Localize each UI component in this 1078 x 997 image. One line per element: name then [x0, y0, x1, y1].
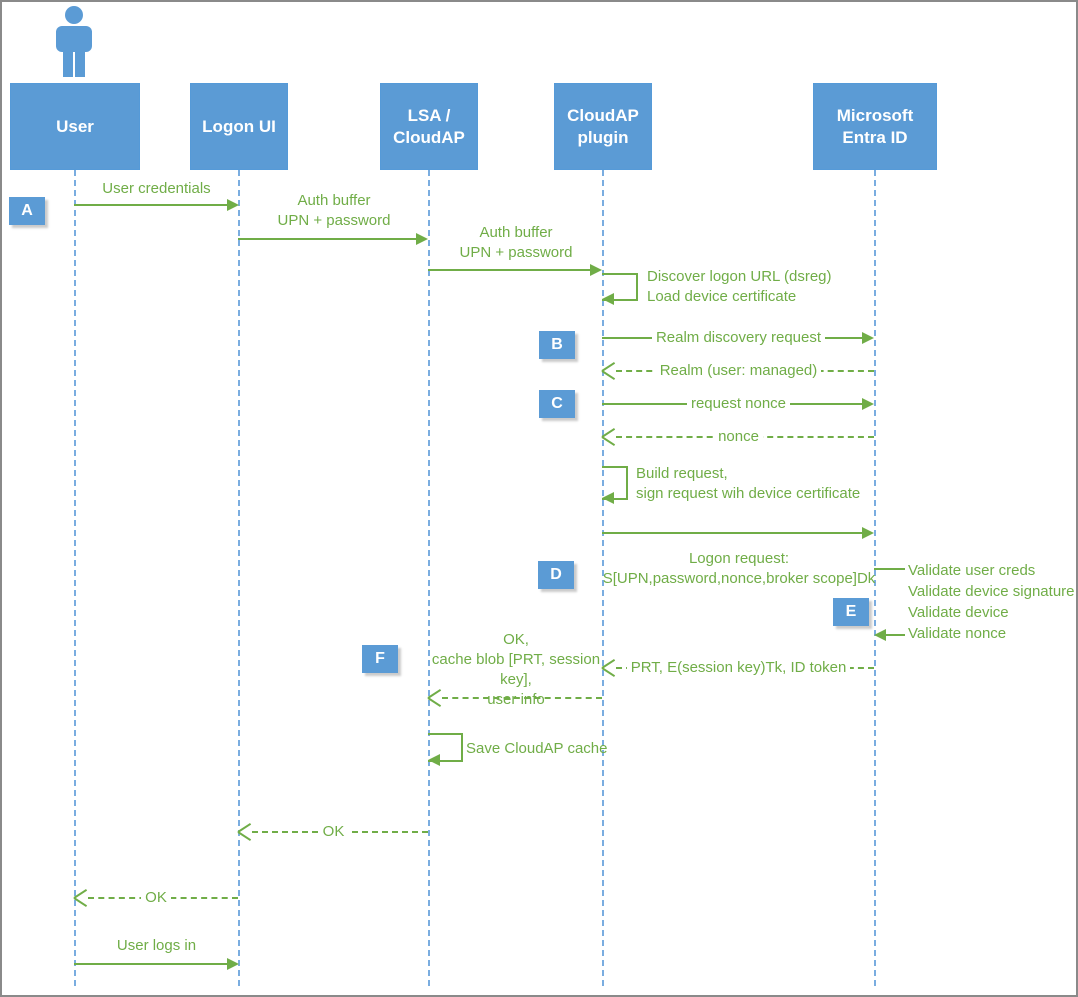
- arrowhead-user-logs-in: [227, 958, 239, 970]
- actor-entra-id: Microsoft Entra ID: [813, 83, 937, 170]
- step-badge-e: E: [833, 598, 869, 626]
- actor-cloudap-plugin: CloudAP plugin: [554, 83, 652, 170]
- arrowhead-validate: [874, 629, 886, 641]
- arrowhead-save-cache: [428, 754, 440, 766]
- arrowhead-auth-buffer-2: [590, 264, 602, 276]
- actor-logon-ui: Logon UI: [190, 83, 288, 170]
- label-realm-discovery: Realm discovery request: [603, 329, 874, 347]
- label-auth-buffer-1: Auth buffer UPN + password: [277, 192, 391, 229]
- label-nonce: nonce: [603, 428, 874, 446]
- arrow-ok-cache-blob: [442, 697, 602, 699]
- arrow-logon-request: [602, 532, 862, 534]
- step-badge-a: A: [9, 197, 45, 225]
- arrowhead-user-credentials: [227, 199, 239, 211]
- self-loop-save-cache: [428, 733, 463, 762]
- self-loop-discover-load: [602, 273, 638, 301]
- label-save-cache: Save CloudAP cache: [466, 740, 608, 757]
- arrowhead-prt-response: [602, 660, 618, 676]
- label-discover-load: Discover logon URL (dsreg) Load device c…: [647, 268, 832, 305]
- lifeline-cloudap-plugin: [602, 170, 604, 986]
- label-logon-request: Logon request: S[UPN,password,nonce,brok…: [602, 550, 876, 587]
- self-loop-validate-top: [874, 568, 905, 570]
- step-badge-c: C: [539, 390, 575, 418]
- label-ok-cache-blob: OK, cache blob [PRT, session key], user …: [431, 631, 601, 708]
- person-icon: [56, 6, 92, 77]
- arrowhead-auth-buffer-1: [416, 233, 428, 245]
- label-build-sign: Build request, sign request wih device c…: [636, 465, 861, 502]
- step-badge-d: D: [538, 561, 574, 589]
- arrowhead-request-nonce: [862, 398, 874, 410]
- label-request-nonce: request nonce: [603, 395, 874, 413]
- step-badge-b: B: [539, 331, 575, 359]
- label-realm-managed: Realm (user: managed): [603, 362, 874, 380]
- arrowhead-nonce: [602, 429, 618, 445]
- arrow-user-logs-in: [74, 963, 227, 965]
- arrowhead-realm-managed: [602, 363, 618, 379]
- label-ok-to-logonui: OK: [239, 823, 428, 841]
- arrowhead-realm-discovery: [862, 332, 874, 344]
- arrowhead-logon-request: [862, 527, 874, 539]
- label-user-credentials: User credentials: [102, 180, 211, 197]
- label-ok-to-user: OK: [74, 889, 238, 907]
- self-loop-build-sign: [602, 466, 628, 500]
- step-badge-f: F: [362, 645, 398, 673]
- arrow-auth-buffer-1: [238, 238, 416, 240]
- arrowhead-discover-load: [602, 293, 614, 305]
- arrowhead-ok-cache-blob: [428, 690, 444, 706]
- label-validate: Validate user creds Validate device sign…: [908, 562, 1075, 642]
- lifeline-lsa-cloudap: [428, 170, 430, 986]
- arrow-auth-buffer-2: [428, 269, 590, 271]
- actor-lsa-cloudap: LSA / CloudAP: [380, 83, 478, 170]
- actor-user: User: [10, 83, 140, 170]
- arrowhead-ok-to-logonui: [238, 824, 254, 840]
- arrowhead-build-sign: [602, 492, 614, 504]
- label-user-logs-in: User logs in: [116, 937, 197, 954]
- label-prt-response: PRT, E(session key)Tk, ID token: [603, 659, 874, 677]
- label-auth-buffer-2: Auth buffer UPN + password: [459, 224, 573, 261]
- arrow-user-credentials: [74, 204, 227, 206]
- lifeline-entra-id: [874, 170, 876, 986]
- self-loop-validate-bottom: [886, 634, 905, 636]
- lifeline-user: [74, 170, 76, 986]
- lifeline-logon-ui: [238, 170, 240, 986]
- arrowhead-ok-to-user: [74, 890, 90, 906]
